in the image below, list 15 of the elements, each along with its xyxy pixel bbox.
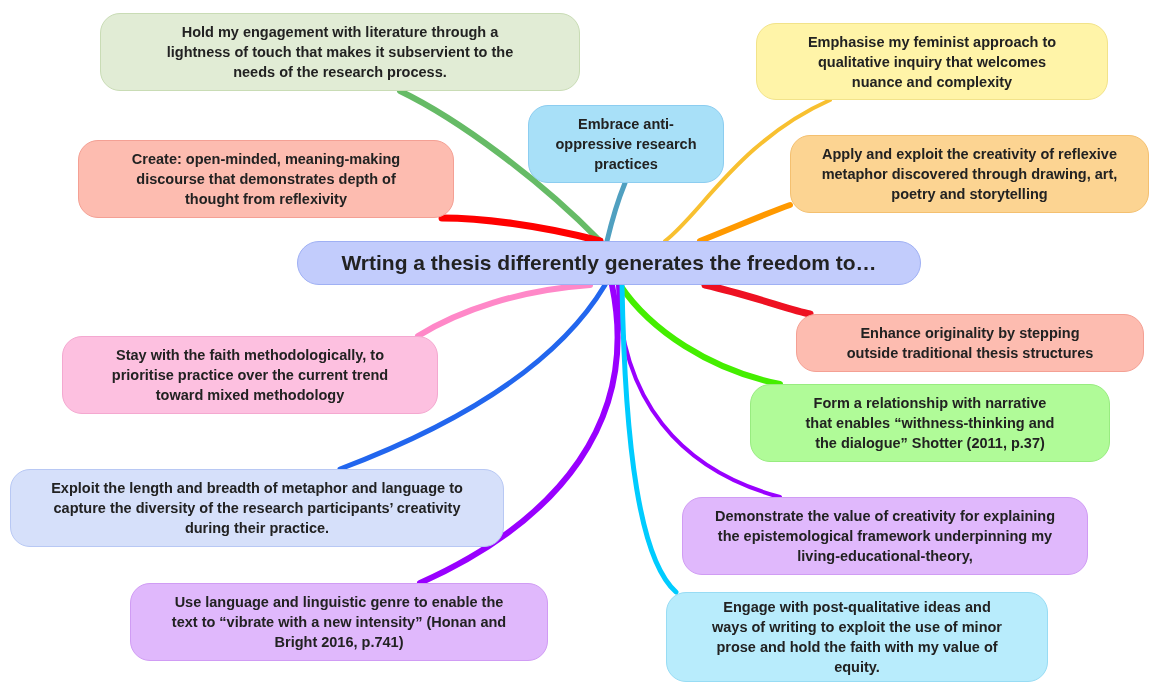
topic-box: Embrace anti-oppressive research practices xyxy=(528,105,724,183)
topic-box: Enhance originality by stepping outside traditional thesis structures xyxy=(796,314,1144,372)
topic-box: Emphasise my feminist approach to qualitative inquiry that welcomes nuance and complexity xyxy=(756,23,1108,100)
branch-line xyxy=(616,283,782,499)
topic-box: Exploit the length and breadth of metaphor and language to capture the diversity of the research participants’ creativity during their practice. xyxy=(10,469,504,547)
topic-box: Engage with post-qualitative ideas and ways of writing to exploit the use of minor prose and hold the faith with my value of equity. xyxy=(666,592,1048,682)
topic-box: Use language and linguistic genre to enable the text to “vibrate with a new intensity” (Honan and Bright 2016, p.741) xyxy=(130,583,548,661)
topic-box: Create: open-minded, meaning-making discourse that demonstrates depth of thought from reflexivity xyxy=(78,140,454,218)
topic-box: Form a relationship with narrative that enables “withness-thinking and the dialogue” Shotter (2011, p.37) xyxy=(750,384,1110,462)
branch-line xyxy=(663,98,832,243)
central-topic-box: Wrting a thesis differently generates the freedom to… xyxy=(297,241,921,285)
topic-box: Hold my engagement with literature through a lightness of touch that makes it subservient to the needs of the research process. xyxy=(100,13,580,91)
topic-box: Stay with the faith methodologically, to prioritise practice over the current trend toward mixed methodology xyxy=(62,336,438,414)
topic-box: Apply and exploit the creativity of reflexive metaphor discovered through drawing, art, poetry and storytelling xyxy=(790,135,1149,213)
topic-box: Demonstrate the value of creativity for explaining the epistemological framework underpinning my living-educational-theory, xyxy=(682,497,1088,575)
